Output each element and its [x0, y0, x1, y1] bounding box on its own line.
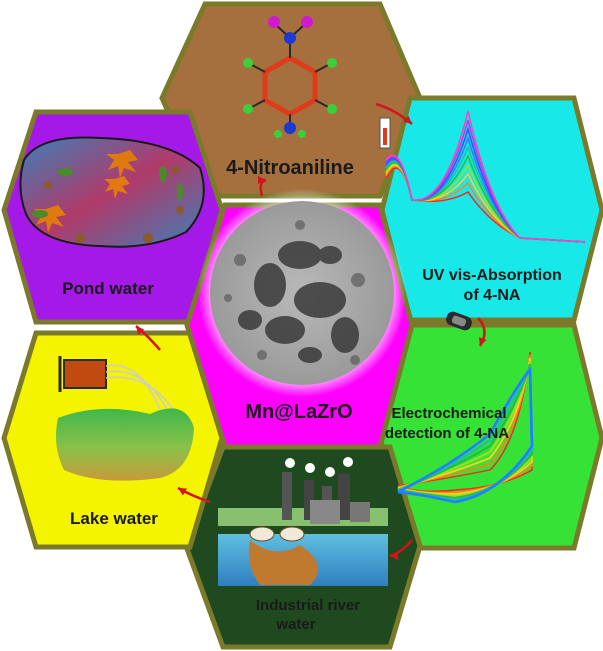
top-right-label-1: UV vis-Absorption — [422, 267, 562, 284]
cv-curve — [397, 366, 534, 502]
cv-curve — [397, 360, 534, 498]
bottom-right-label-1: Electrochemical — [391, 405, 506, 422]
cv-curve — [397, 366, 534, 504]
top-left-label: Pond water — [62, 279, 154, 298]
bottom-left-label: Lake water — [70, 509, 158, 528]
hex-top — [159, 1, 423, 199]
uv-spectrum-curve — [385, 110, 586, 243]
lake-icon — [56, 356, 194, 481]
electrode-icon — [446, 311, 472, 331]
arrow-ec-to-river — [389, 539, 413, 560]
thermometer-icon — [379, 117, 391, 149]
factory-icon — [218, 457, 388, 586]
arrow-river-to-lake — [177, 486, 211, 504]
uv-spectrum-curve — [385, 167, 586, 243]
bottom-label-2: water — [275, 616, 315, 633]
arrow-lake-to-pond — [135, 325, 161, 351]
arrow-uv-to-ec — [477, 317, 487, 347]
pond-icon — [19, 136, 205, 248]
top-label: 4-Nitroaniline — [226, 157, 354, 179]
uv-spectra — [385, 110, 586, 243]
bottom-label-1: Industrial river — [256, 597, 360, 614]
arrow-top-to-uv — [375, 102, 413, 125]
flow-arrows — [135, 102, 487, 560]
cv-curves — [397, 351, 534, 504]
bottom-right-label-2: detection of 4-NA — [385, 425, 509, 442]
cv-curve — [397, 357, 533, 495]
top-right-label-2: of 4-NA — [464, 287, 521, 304]
tem-image — [198, 189, 406, 397]
uv-spectrum-curve — [385, 165, 586, 243]
cv-curve — [397, 354, 533, 494]
cv-curve — [397, 363, 534, 500]
molecule-icon — [243, 16, 337, 138]
arrow-center-to-top — [258, 176, 267, 197]
center-label: Mn@LaZrO — [245, 401, 352, 423]
